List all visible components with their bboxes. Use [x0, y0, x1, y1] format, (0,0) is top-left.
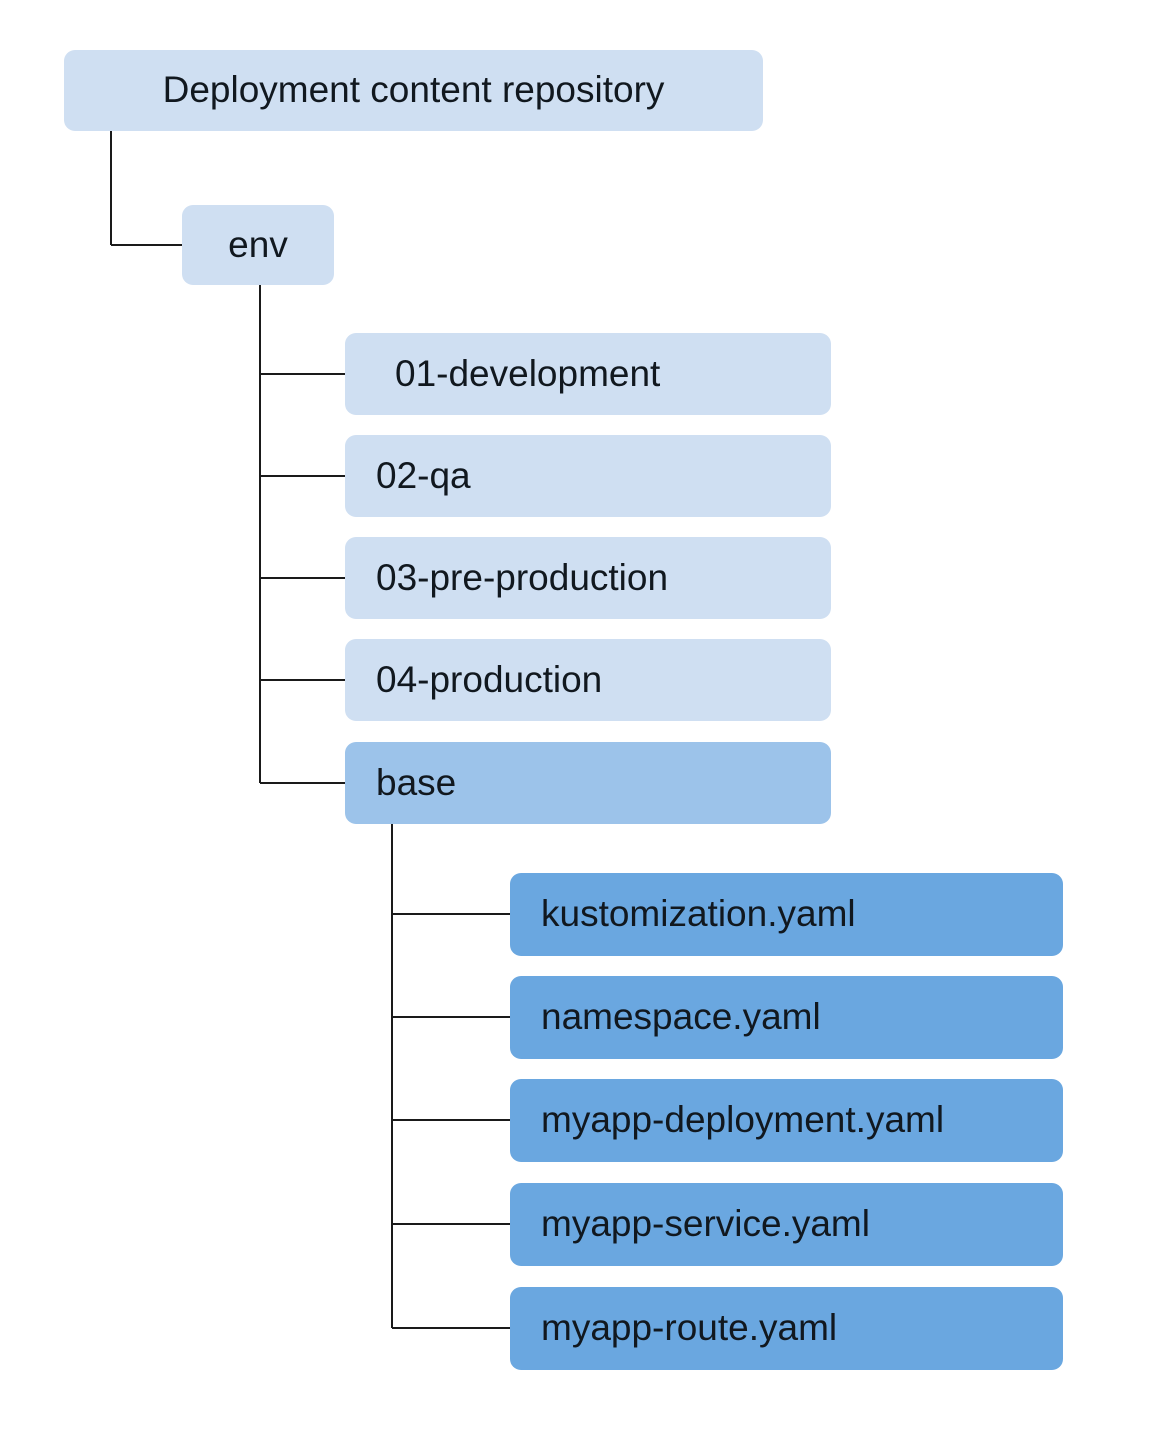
- node-label: base: [376, 761, 457, 803]
- node-04-production[interactable]: 04-production: [345, 639, 831, 721]
- node-base[interactable]: base: [345, 742, 831, 824]
- node-label: kustomization.yaml: [541, 893, 856, 935]
- node-label: myapp-route.yaml: [541, 1307, 838, 1349]
- node-label: namespace.yaml: [541, 996, 821, 1038]
- node-label: myapp-service.yaml: [541, 1203, 870, 1245]
- node-label: env: [228, 223, 288, 265]
- node-02-qa[interactable]: 02-qa: [345, 435, 831, 517]
- node-label: 03-pre-production: [376, 556, 669, 598]
- node-label: 01-development: [395, 352, 661, 394]
- node-env[interactable]: env: [182, 205, 334, 285]
- node-label: myapp-deployment.yaml: [541, 1099, 945, 1141]
- node-label: 02-qa: [376, 454, 471, 496]
- node-label: 04-production: [376, 658, 603, 700]
- node-label: Deployment content repository: [162, 69, 665, 111]
- node-myapp-service-yaml[interactable]: myapp-service.yaml: [510, 1183, 1063, 1266]
- node-myapp-deployment-yaml[interactable]: myapp-deployment.yaml: [510, 1079, 1063, 1162]
- node-03-pre-production[interactable]: 03-pre-production: [345, 537, 831, 619]
- node-deployment-content-repository[interactable]: Deployment content repository: [64, 50, 763, 131]
- node-myapp-route-yaml[interactable]: myapp-route.yaml: [510, 1287, 1063, 1370]
- node-kustomization-yaml[interactable]: kustomization.yaml: [510, 873, 1063, 956]
- node-namespace-yaml[interactable]: namespace.yaml: [510, 976, 1063, 1059]
- node-01-development[interactable]: 01-development: [345, 333, 831, 415]
